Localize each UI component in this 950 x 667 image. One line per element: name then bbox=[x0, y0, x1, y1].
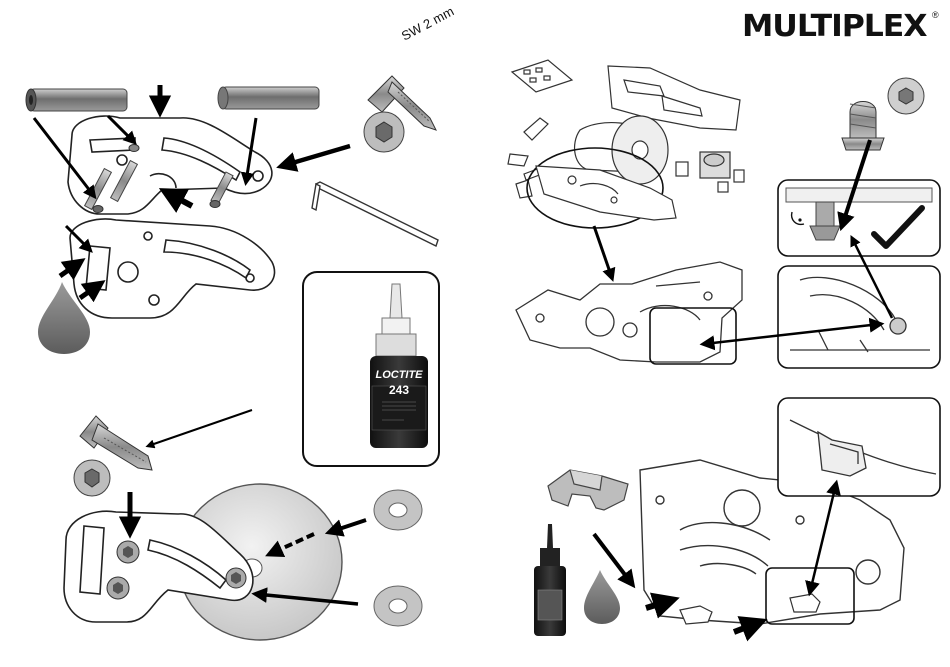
side-plate-large-upper bbox=[516, 262, 742, 362]
button-head-hex-icon bbox=[888, 78, 924, 114]
lever-plate-upper bbox=[68, 116, 272, 214]
lever-plate-lower bbox=[70, 219, 275, 318]
washer-lower bbox=[374, 586, 422, 626]
adhesive-drop-icon-right bbox=[584, 570, 620, 624]
steel-tube-right bbox=[218, 87, 319, 109]
snap-clip-part bbox=[548, 470, 628, 510]
screw-head-hex-icon-top bbox=[364, 112, 404, 152]
screw-head-hex-icon-bottom bbox=[74, 460, 110, 496]
hex-key-size-label: SW 2 mm bbox=[399, 3, 456, 43]
steel-tube-left bbox=[26, 89, 127, 111]
hex-key-tool bbox=[312, 182, 438, 246]
adhesive-bottle bbox=[534, 524, 566, 636]
threadlocker-brand: LOCTITE bbox=[375, 369, 423, 381]
washer-upper bbox=[374, 490, 422, 530]
brand-logo: MULTIPLEX bbox=[742, 10, 927, 44]
detail-frame-hole-closeup bbox=[778, 266, 940, 368]
button-head-screw-top-right bbox=[842, 102, 884, 151]
threadlocker-grade: 243 bbox=[389, 383, 409, 397]
registered-trademark-mark: ® bbox=[932, 10, 939, 20]
